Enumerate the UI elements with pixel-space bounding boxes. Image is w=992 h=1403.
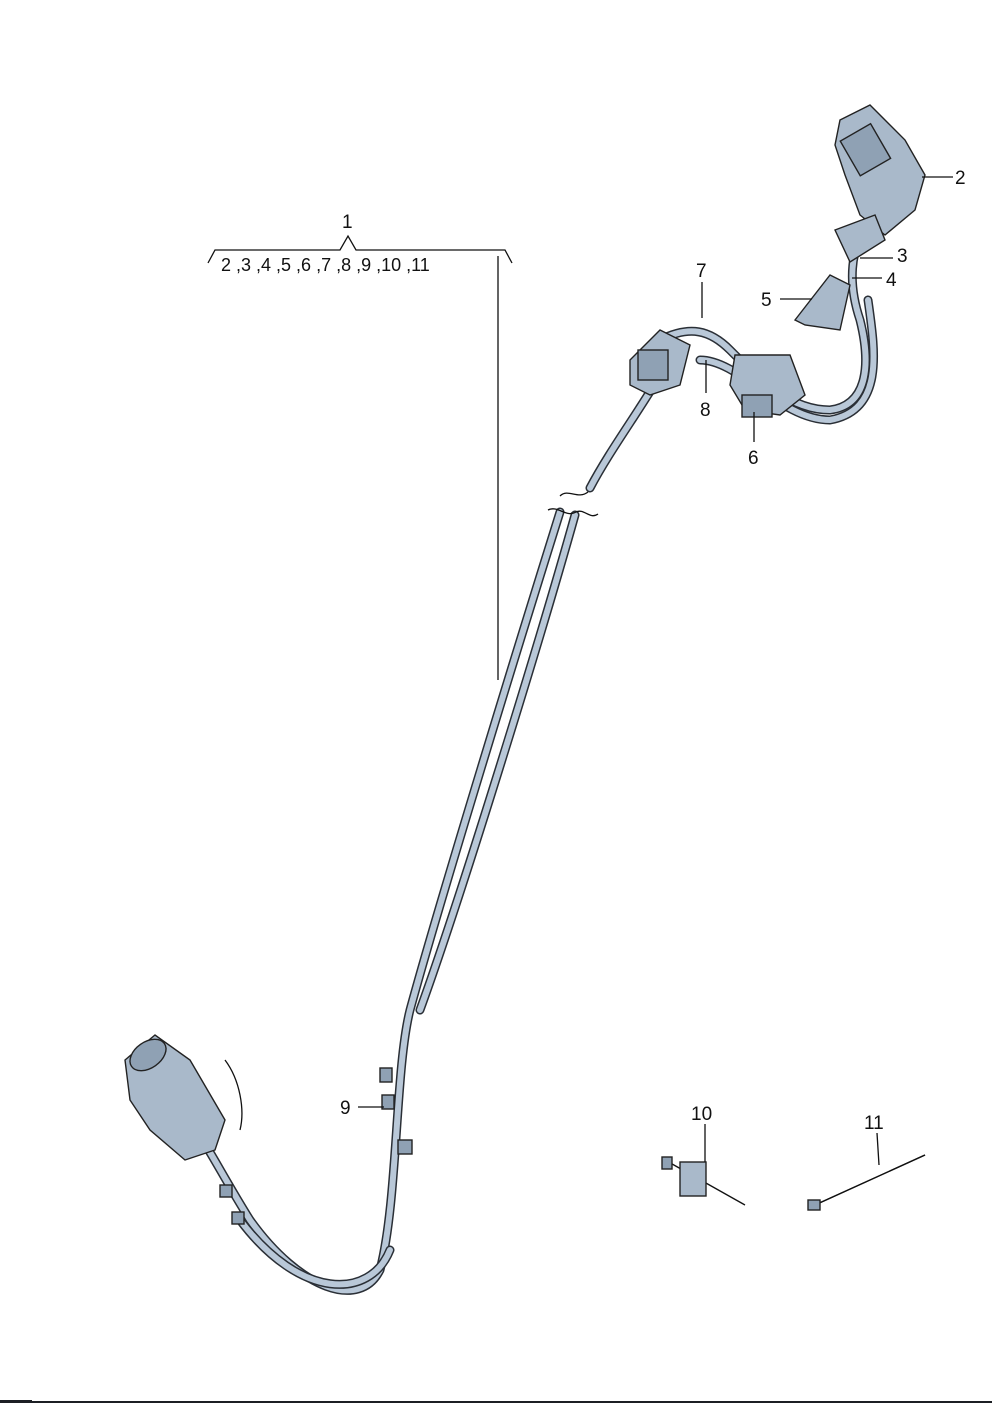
callout-11: 11 xyxy=(864,1113,884,1134)
footer-rule xyxy=(0,1401,992,1403)
callout-5: 5 xyxy=(761,290,772,311)
charging-socket-bottom xyxy=(124,1034,245,1225)
cable-clip-part xyxy=(661,1156,746,1206)
group-bracket: 1 2 ,3 ,4 ,5 ,6 ,7 ,8 ,9 ,10 ,11 xyxy=(207,212,513,680)
connector-housing xyxy=(629,329,806,418)
cable-tie xyxy=(807,1154,926,1211)
callout-9: 9 xyxy=(340,1098,351,1119)
bracket xyxy=(793,274,851,331)
callout-10: 10 xyxy=(691,1104,712,1125)
charging-cable xyxy=(185,205,880,1295)
callout-leaders xyxy=(358,176,953,1166)
callout-3: 3 xyxy=(897,246,908,267)
callout-4: 4 xyxy=(886,270,897,291)
charging-socket-top xyxy=(834,104,926,264)
callout-2: 2 xyxy=(955,168,966,189)
callout-6: 6 xyxy=(748,448,759,469)
group-members-label: 2 ,3 ,4 ,5 ,6 ,7 ,8 ,9 ,10 ,11 xyxy=(221,255,430,275)
callout-7: 7 xyxy=(696,261,707,282)
cable-clips xyxy=(379,1067,413,1155)
callout-8: 8 xyxy=(700,400,711,421)
group-label: 1 xyxy=(342,212,353,233)
